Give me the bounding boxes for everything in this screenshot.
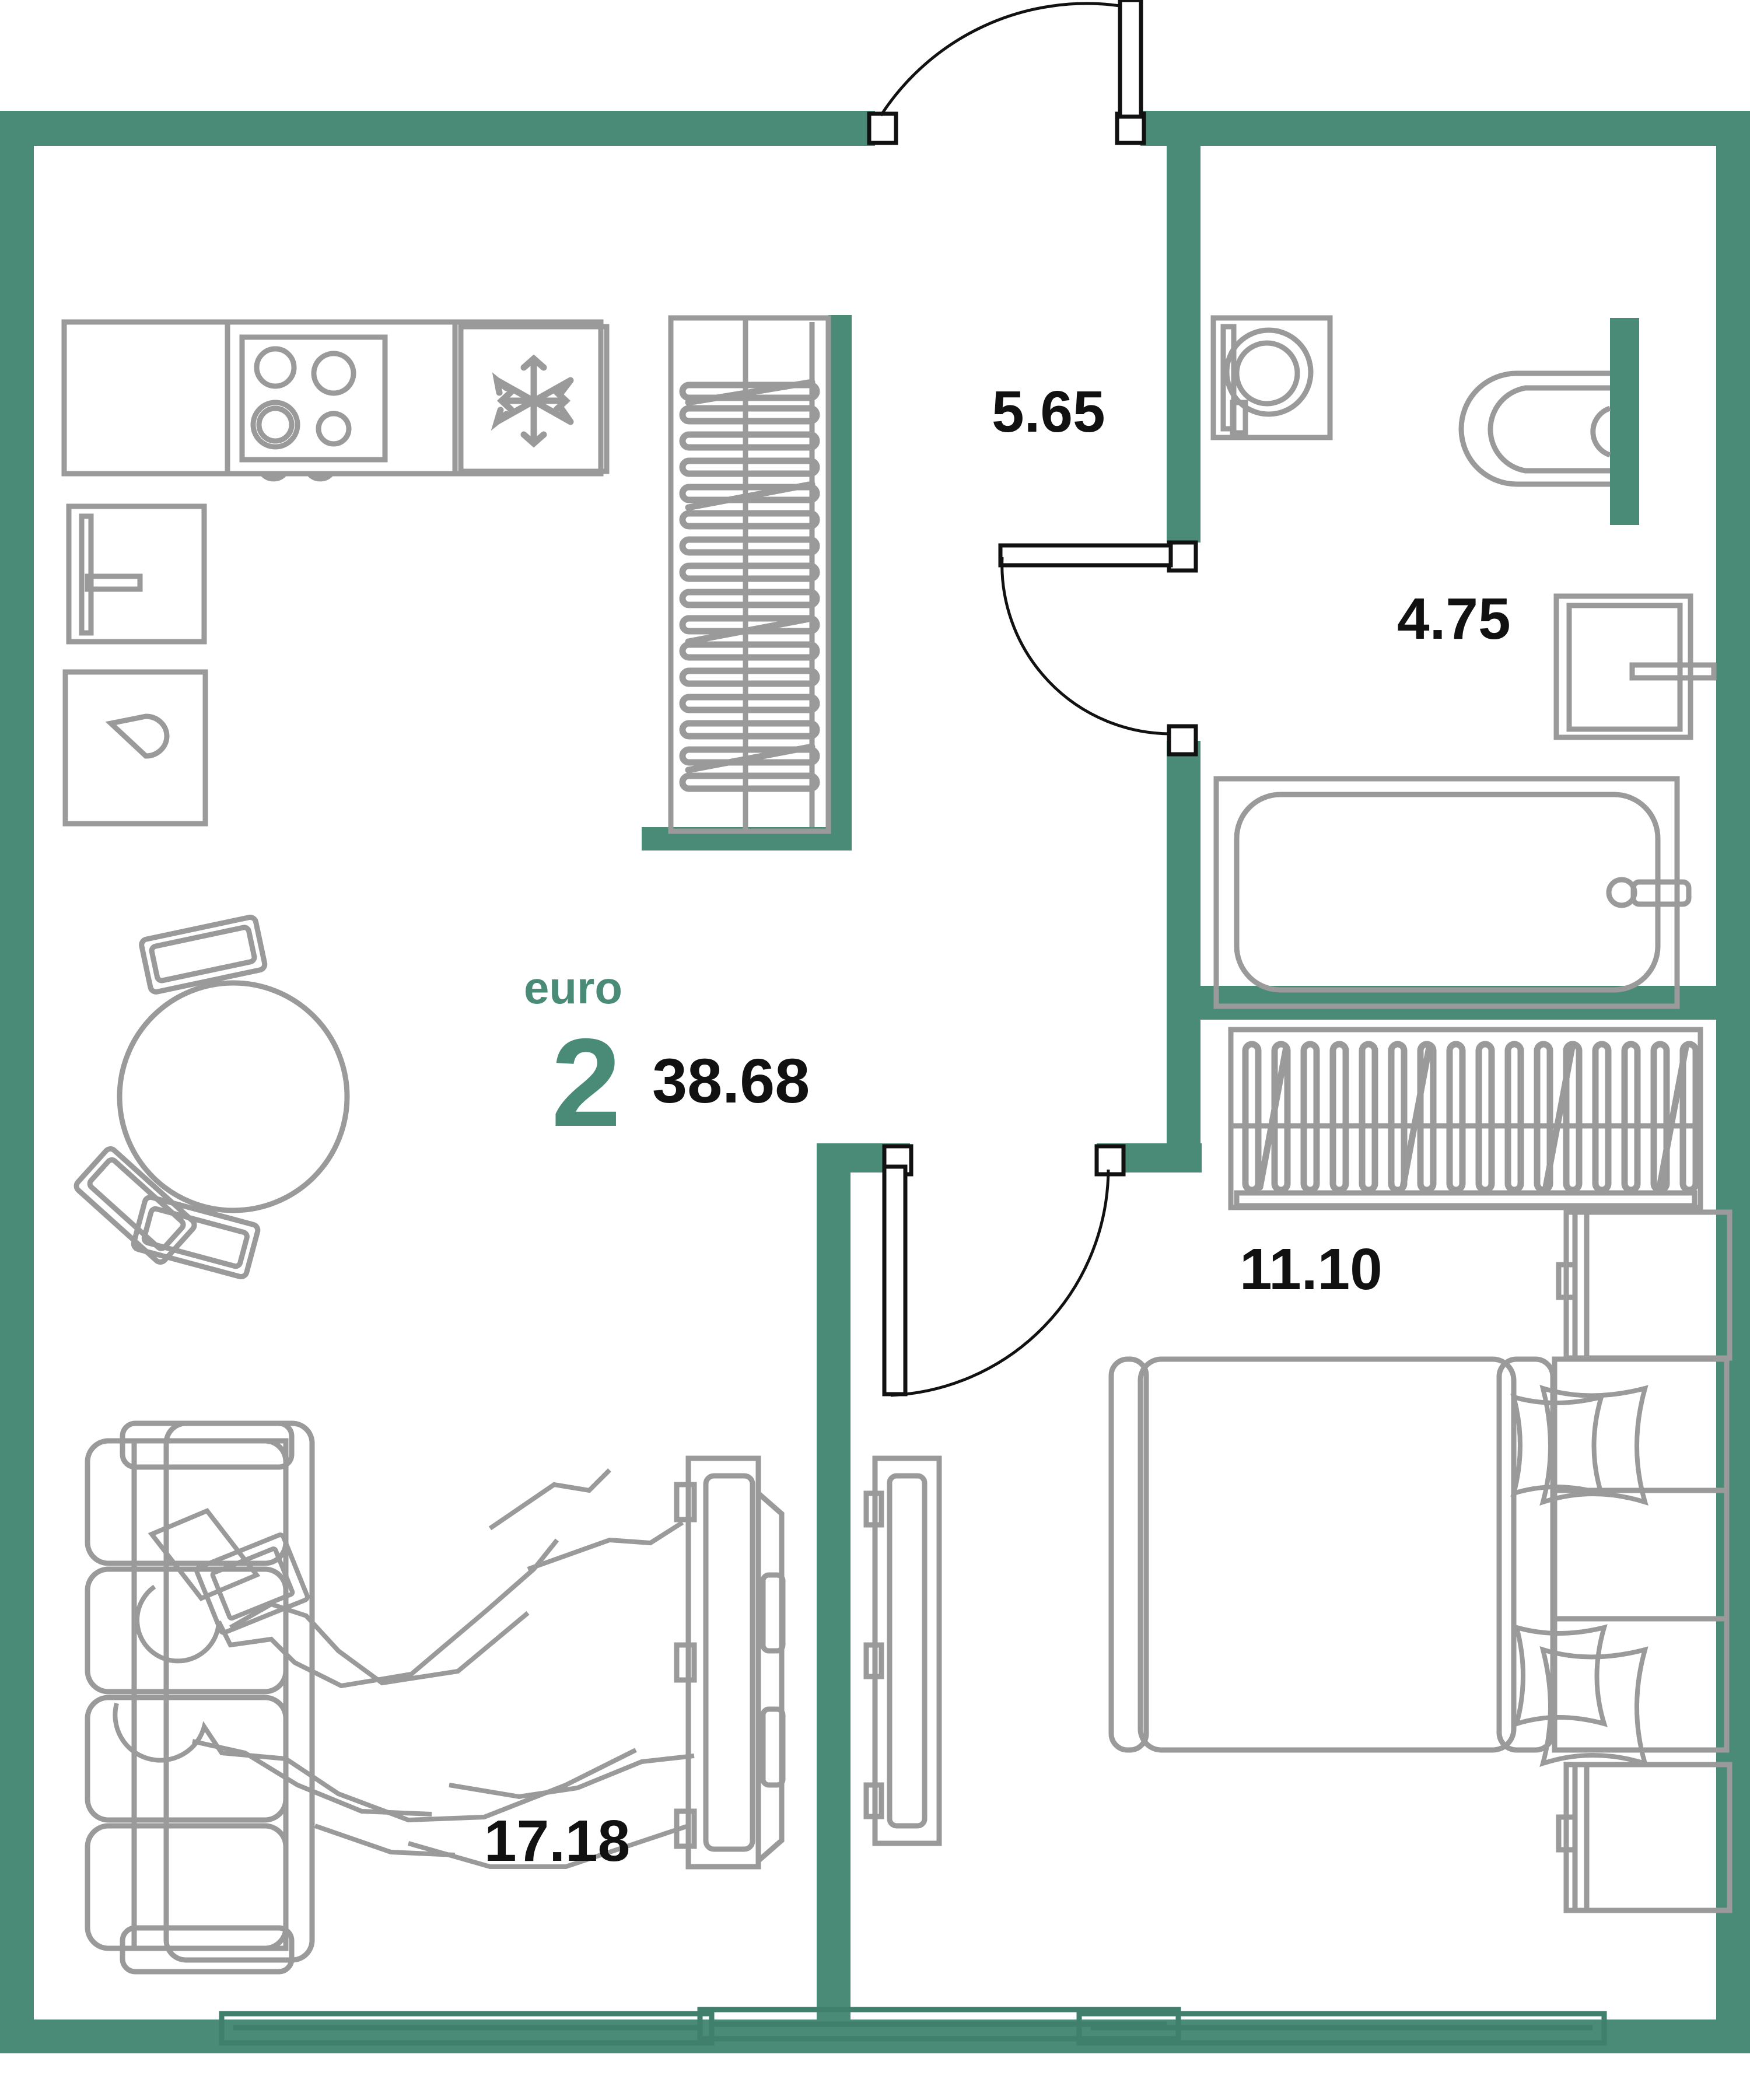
bed-pillow: [1510, 1385, 1648, 1768]
wall-living-bedroom: [817, 1143, 850, 2053]
wall-top-right: [1140, 111, 1750, 146]
toilet: [1458, 370, 1611, 487]
dining-chair: [139, 915, 268, 995]
vertical-radiator: [668, 315, 831, 834]
sofa-group: [85, 1420, 695, 1975]
nightstand: [1556, 1762, 1732, 1913]
wall-cabinet: [66, 503, 207, 645]
sofa: [85, 1420, 315, 1975]
wall-hall-bath-lower: [1167, 741, 1200, 1172]
nightstand: [1556, 1209, 1732, 1361]
wall-top-left: [0, 111, 875, 146]
brand-rooms-count: 2: [551, 1012, 621, 1153]
cooktop: [239, 334, 388, 482]
bedroom-window: [1076, 2011, 1607, 2046]
window-group: [219, 2007, 1607, 2046]
bathroom-door[interactable]: [998, 540, 1198, 757]
refrigerator: [458, 324, 610, 474]
living-area-label: 17.18: [484, 1808, 630, 1874]
brand-euro-label: euro: [524, 962, 622, 1013]
wall-right: [1716, 111, 1750, 2053]
dining-table: [117, 980, 350, 1213]
wall-bath-niche: [1610, 318, 1639, 525]
snowflake-icon: [491, 354, 574, 448]
dining-chair: [74, 1146, 197, 1265]
seated-people: [113, 1468, 695, 1869]
hall-area-label: 5.65: [992, 379, 1105, 444]
kitchen-sink: [62, 669, 208, 827]
dining-set: [74, 915, 350, 1280]
bathroom-group: [1210, 315, 1717, 1009]
horizontal-radiator: [1228, 1027, 1703, 1210]
double-bed: [1108, 1356, 1730, 1753]
washing-machine: [1210, 315, 1333, 440]
bedroom-door[interactable]: [882, 1144, 1126, 1397]
wall-kitchen-niche-side: [828, 315, 852, 850]
wall-hall-bath: [1167, 111, 1200, 542]
total-area-label: 38.68: [652, 1045, 810, 1116]
dining-chair: [131, 1194, 261, 1280]
entrance-door[interactable]: [867, 0, 1146, 145]
bathtub: [1213, 776, 1692, 1009]
bedroom-group: [1108, 1027, 1732, 1913]
tv-media-unit: [674, 1455, 942, 1870]
door-group[interactable]: [867, 0, 1198, 1397]
bedroom-area-label: 11.10: [1240, 1237, 1382, 1302]
kitchen-group: [61, 319, 610, 827]
wall-left: [0, 111, 34, 2053]
kitchen-counter: [61, 319, 604, 477]
bathroom-vanity: [1553, 593, 1717, 740]
bathroom-area-label: 4.75: [1397, 586, 1511, 652]
living-window: [219, 2007, 1181, 2046]
